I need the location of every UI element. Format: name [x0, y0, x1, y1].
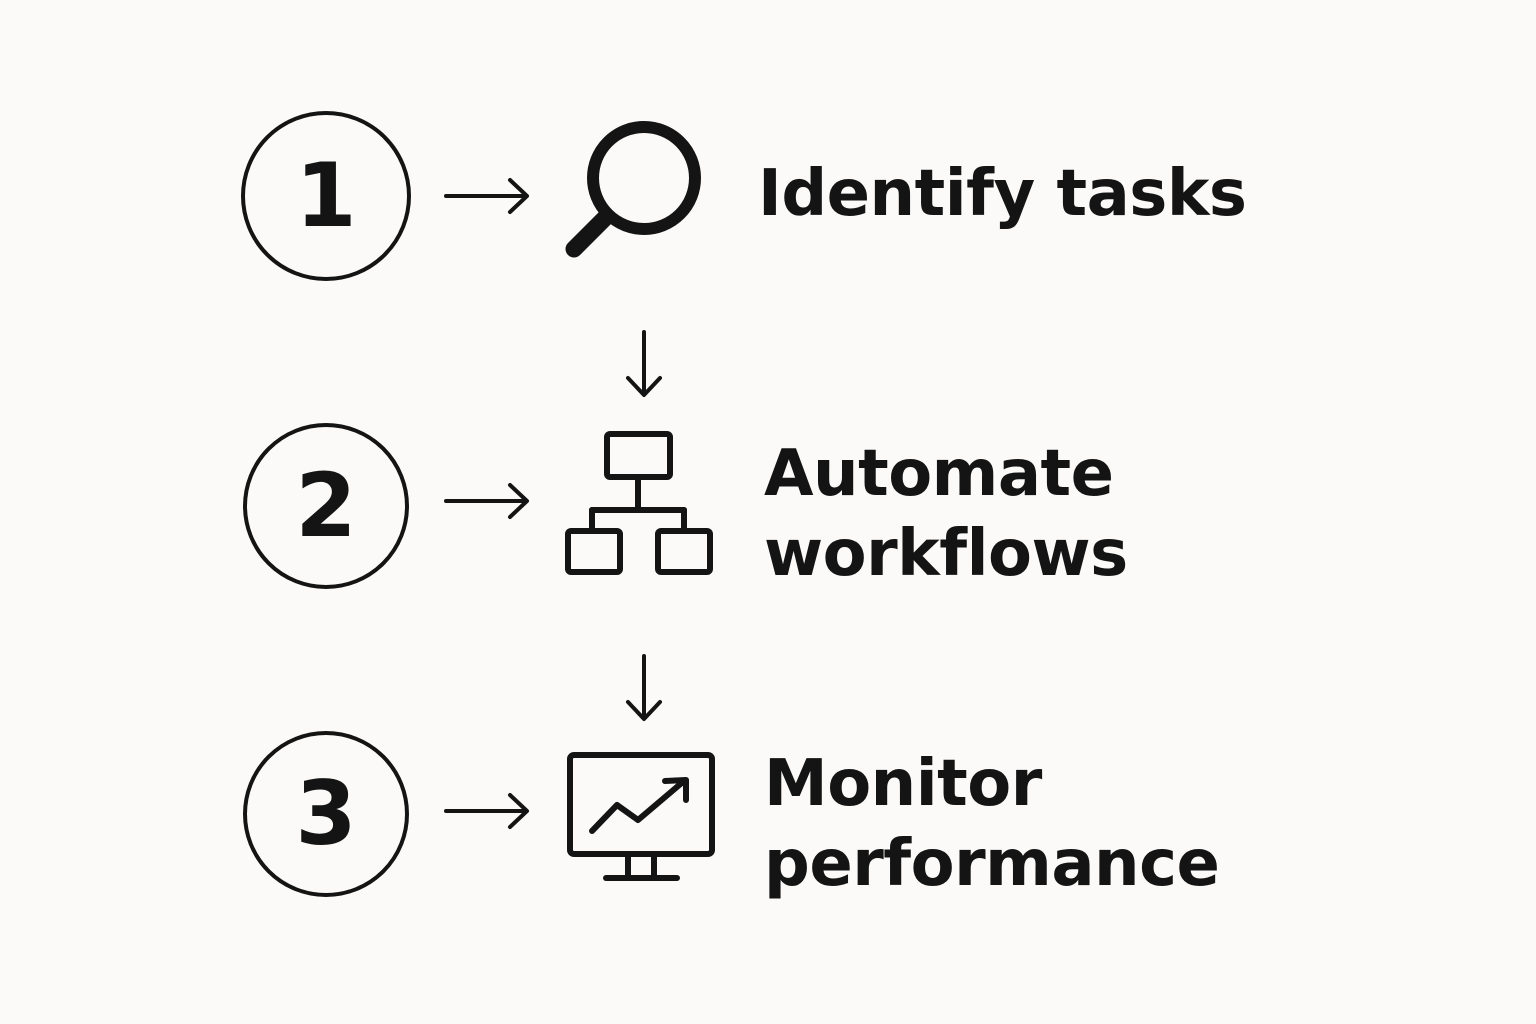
step-2-label-line-2: workflows: [764, 517, 1128, 591]
step-3-circle: [243, 731, 409, 897]
right-arrow-icon: [444, 793, 529, 829]
down-arrow-icon: [626, 330, 662, 397]
step-3-label-line-1: Monitor: [764, 747, 1042, 821]
step-2-label-line-1: Automate: [764, 437, 1114, 511]
step-3-label-line-2: performance: [764, 827, 1220, 901]
step-2-circle: [243, 423, 409, 589]
step-3-label: Monitor performance: [764, 744, 1220, 904]
step-3-number: 3: [295, 762, 357, 865]
step-1-label: Identify tasks: [758, 154, 1247, 234]
hierarchy-icon: [565, 431, 713, 575]
step-1-circle: [241, 111, 411, 281]
down-arrow-icon: [626, 654, 662, 721]
right-arrow-icon: [444, 483, 529, 519]
step-2-number: 2: [295, 454, 357, 557]
monitor-chart-icon: [567, 752, 715, 881]
search-icon: [565, 121, 701, 258]
right-arrow-icon: [444, 178, 529, 214]
step-2-label: Automate workflows: [764, 434, 1128, 594]
step-1-number: 1: [295, 144, 357, 247]
step-1-label-line-1: Identify tasks: [758, 157, 1247, 231]
